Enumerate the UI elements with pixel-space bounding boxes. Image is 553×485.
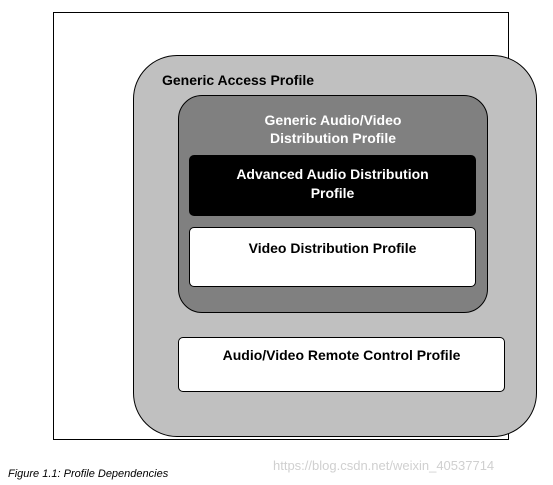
- gavdp-label-line1: Generic Audio/Video: [264, 112, 402, 128]
- gavdp-label: Generic Audio/Video Distribution Profile: [179, 111, 487, 147]
- avrcp-label: Audio/Video Remote Control Profile: [222, 347, 461, 363]
- watermark: https://blog.csdn.net/weixin_40537714: [273, 458, 495, 473]
- figure-frame: Generic Access Profile Generic Audio/Vid…: [53, 12, 537, 440]
- vdp-label: Video Distribution Profile: [248, 240, 417, 256]
- a2dp-box: Advanced Audio Distribution Profile: [189, 155, 476, 216]
- gavdp-box: Generic Audio/Video Distribution Profile…: [178, 95, 488, 313]
- a2dp-label-line1: Advanced Audio Distribution: [236, 166, 429, 182]
- a2dp-label-line2: Profile: [310, 185, 355, 201]
- figure-caption: Figure 1.1: Profile Dependencies: [8, 468, 169, 480]
- gavdp-label-line2: Distribution Profile: [270, 130, 396, 146]
- avrcp-box: Audio/Video Remote Control Profile: [178, 337, 505, 392]
- vdp-box: Video Distribution Profile: [189, 227, 476, 287]
- generic-access-profile-box: Generic Access Profile Generic Audio/Vid…: [133, 55, 537, 437]
- generic-access-profile-label: Generic Access Profile: [162, 72, 315, 88]
